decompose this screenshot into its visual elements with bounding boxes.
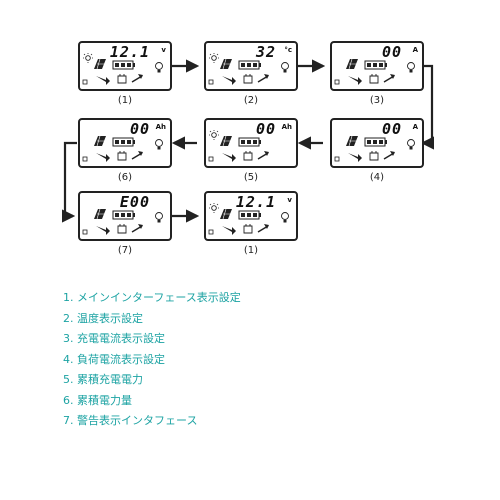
settings-indicator-icon <box>208 229 214 235</box>
legend-item-6: 6. 累積電力量 <box>63 393 132 407</box>
battery-icon <box>364 137 387 147</box>
flow-arrows <box>62 59 434 223</box>
solar-panel-icon <box>346 58 358 70</box>
lcd-panel-p4: 00 A <box>330 118 424 168</box>
solar-panel-icon <box>220 208 232 220</box>
bulb-icon <box>155 139 163 150</box>
charge-flow-icon <box>348 74 395 85</box>
panel-icons <box>208 53 289 85</box>
sun-icon <box>209 53 219 63</box>
panel-icons <box>334 135 415 162</box>
panel-caption: (4) <box>369 172 385 183</box>
bulb-icon <box>281 212 289 223</box>
charge-flow-icon <box>96 74 143 85</box>
lcd-reading: 00 <box>255 120 276 138</box>
solar-panel-icon <box>94 208 106 220</box>
lcd-panel-p2: 32 °c <box>204 41 298 91</box>
settings-indicator-icon <box>334 79 340 85</box>
charge-flow-icon <box>222 151 269 162</box>
lcd-unit: °c <box>284 46 292 54</box>
solar-panel-icon <box>220 135 232 147</box>
sun-icon <box>209 203 219 213</box>
charge-flow-icon <box>222 74 269 85</box>
settings-indicator-icon <box>82 229 88 235</box>
lcd-reading: 00 <box>129 120 150 138</box>
solar-panel-icon <box>220 58 232 70</box>
lcd-panel-p1b: 12.1 v <box>204 191 298 241</box>
battery-icon <box>238 210 261 220</box>
panel-icons <box>82 135 163 162</box>
battery-icon <box>112 60 135 70</box>
lcd-unit: v <box>161 46 166 54</box>
panel-icons <box>334 58 415 85</box>
panel-caption: (6) <box>117 172 133 183</box>
solar-panel-icon <box>346 135 358 147</box>
sun-icon <box>83 53 93 63</box>
arrow-3-to-4 <box>419 64 434 150</box>
lcd-panel-p1: 12.1 v <box>78 41 172 91</box>
legend-item-7: 7. 警告表示インタフェース <box>63 414 198 427</box>
lcd-panel-p3: 00 A <box>330 41 424 91</box>
charge-flow-icon <box>96 151 143 162</box>
battery-icon <box>112 210 135 220</box>
lcd-unit: v <box>287 196 292 204</box>
panel-caption: (3) <box>369 95 385 106</box>
legend-item-3: 3. 充電電流表示設定 <box>63 332 165 345</box>
charge-flow-icon <box>222 224 269 235</box>
charge-flow-icon <box>348 151 395 162</box>
lcd-unit: A <box>412 123 418 131</box>
panel-icons <box>208 130 269 162</box>
battery-icon <box>238 137 261 147</box>
bulb-icon <box>155 62 163 73</box>
charge-flow-icon <box>96 224 143 235</box>
panel-caption: (5) <box>243 172 259 183</box>
battery-icon <box>238 60 261 70</box>
legend-item-4: 4. 負荷電流表示設定 <box>63 352 165 366</box>
panel-icons <box>208 203 289 235</box>
solar-panel-icon <box>94 58 106 70</box>
panel-caption: (1) <box>243 245 259 256</box>
legend-item-5: 5. 累積充電電力 <box>63 373 143 386</box>
panel-caption: (1) <box>117 95 133 106</box>
arrow-6-to-7 <box>62 141 77 223</box>
lcd-panel-p7: E00 <box>78 191 172 241</box>
solar-panel-icon <box>94 135 106 147</box>
lcd-panel-p5: 00 Ah <box>204 118 298 168</box>
panel-icons <box>82 53 163 85</box>
settings-indicator-icon <box>82 156 88 162</box>
legend-item-1: 1. メインインターフェース表示設定 <box>63 291 241 304</box>
panel-caption: (7) <box>117 245 133 256</box>
battery-icon <box>364 60 387 70</box>
settings-indicator-icon <box>208 79 214 85</box>
panel-icons <box>82 208 163 235</box>
battery-icon <box>112 137 135 147</box>
legend-item-2: 2. 温度表示設定 <box>63 311 143 325</box>
bulb-icon <box>281 62 289 73</box>
lcd-panel-p6: 00 Ah <box>78 118 172 168</box>
bulb-icon <box>155 212 163 223</box>
settings-indicator-icon <box>334 156 340 162</box>
lcd-unit: A <box>412 46 418 54</box>
lcd-reading: 00 <box>381 120 402 138</box>
mode-legend: 1. メインインターフェース表示設定 2. 温度表示設定 3. 充電電流表示設定… <box>63 288 241 432</box>
lcd-unit: Ah <box>155 123 166 131</box>
lcd-reading: 12.1 <box>109 43 150 61</box>
panel-caption: (2) <box>243 95 259 106</box>
lcd-reading: 00 <box>381 43 402 61</box>
bulb-icon <box>407 62 415 73</box>
bulb-icon <box>407 139 415 150</box>
lcd-reading: 12.1 <box>235 193 276 211</box>
lcd-unit: Ah <box>281 123 292 131</box>
settings-indicator-icon <box>208 156 214 162</box>
sun-icon <box>209 130 219 140</box>
lcd-reading: 32 <box>255 43 276 61</box>
settings-indicator-icon <box>82 79 88 85</box>
lcd-reading: E00 <box>119 193 150 211</box>
